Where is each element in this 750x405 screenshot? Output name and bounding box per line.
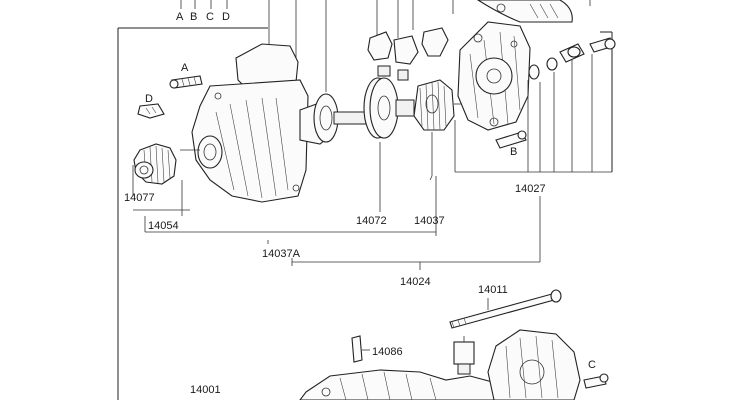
part-number-14072: 14072 (356, 215, 387, 227)
top-letter-b: B (190, 11, 197, 23)
part-number-14037a: 14037A (262, 248, 301, 260)
part-number-14037: 14037 (414, 215, 445, 227)
part-number-14054: 14054 (148, 220, 179, 232)
callout-letter-a: A (181, 62, 189, 74)
brush-holder-parts (367, 27, 449, 81)
lower-brush-block (453, 336, 475, 375)
part-number-14086: 14086 (372, 346, 403, 358)
rear-end-cover (457, 21, 531, 131)
armature-bearings-14072 (299, 77, 415, 145)
part-number-14077: 14077 (124, 192, 155, 204)
through-bolt-14011: 14011 (449, 284, 562, 329)
top-letter-c: C (206, 11, 214, 23)
drive-end-housing-14054 (180, 43, 309, 203)
callout-b-bolt: B (495, 130, 527, 158)
lower-rear-cover (487, 329, 581, 401)
callout-a-bolt: A (169, 62, 203, 89)
part-number-14024: 14024 (400, 276, 431, 288)
washers-and-bolts (528, 37, 616, 80)
callout-letter-c: C (588, 359, 596, 371)
lower-terminal-14086: 14086 (351, 335, 403, 363)
callout-letter-d: D (145, 93, 153, 105)
callout-letter-b: B (510, 146, 517, 158)
callout-d-clip: D (137, 93, 165, 119)
yoke-housing-14001: 14001 (190, 369, 522, 401)
part-number-14011: 14011 (478, 284, 508, 296)
pinion-gear-14077 (132, 143, 183, 216)
part-number-14001: 14001 (190, 384, 221, 396)
top-letter-d: D (222, 11, 230, 23)
frame-lines (117, 0, 613, 400)
part-number-14027: 14027 (515, 183, 546, 195)
callout-c-screw: C (583, 359, 609, 389)
top-letter-row: A B C D (176, 0, 230, 23)
top-letter-a: A (176, 11, 184, 23)
top-right-housing (476, 0, 573, 23)
upper-leader-lines (133, 54, 612, 270)
